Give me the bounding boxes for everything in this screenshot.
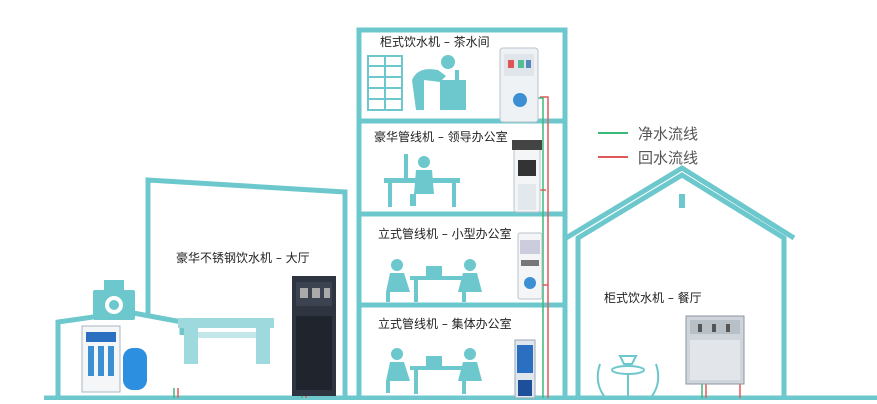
cafe-table-icon — [596, 355, 660, 397]
lobby-outline — [145, 177, 348, 398]
legend-return-label: 回水流线 — [638, 149, 698, 167]
label-tea-room: 柜式饮水机 – 茶水间 — [380, 34, 490, 49]
desk-worker-icon — [384, 154, 460, 207]
purifier-unit — [81, 325, 147, 393]
stainless-dispenser — [292, 276, 336, 396]
person-drinking-icon — [412, 55, 466, 110]
legend: 净水流线 回水流线 — [598, 125, 698, 167]
label-small-office: 立式管线机 – 小型办公室 — [378, 226, 512, 241]
roof-tank-icon — [93, 280, 135, 320]
restaurant-roof — [564, 165, 796, 241]
label-open-office: 立式管线机 – 集体办公室 — [378, 316, 512, 331]
restaurant-dispenser — [685, 315, 745, 385]
cabinet-dispenser — [499, 47, 539, 123]
label-leader-office: 豪华管线机 – 领导办公室 — [374, 129, 508, 144]
label-restaurant: 柜式饮水机 – 餐厅 — [604, 290, 702, 305]
legend-clean-label: 净水流线 — [638, 125, 698, 143]
meeting-table-icon — [386, 348, 482, 394]
label-lobby: 豪华不锈钢饮水机 – 大厅 — [176, 250, 310, 265]
room-labels: 柜式饮水机 – 茶水间 豪华管线机 – 领导办公室 立式管线机 – 小型办公室 … — [176, 34, 702, 331]
restaurant-outline — [575, 172, 787, 398]
pipeline-machine — [512, 140, 542, 213]
meeting-table-icon — [386, 259, 482, 302]
shelf-icon — [367, 55, 403, 111]
reception-table-icon — [178, 318, 274, 364]
return-pipe — [540, 96, 549, 398]
house-icon — [679, 194, 685, 208]
pipeline-machine — [514, 339, 536, 399]
pipeline-machine — [517, 232, 543, 300]
